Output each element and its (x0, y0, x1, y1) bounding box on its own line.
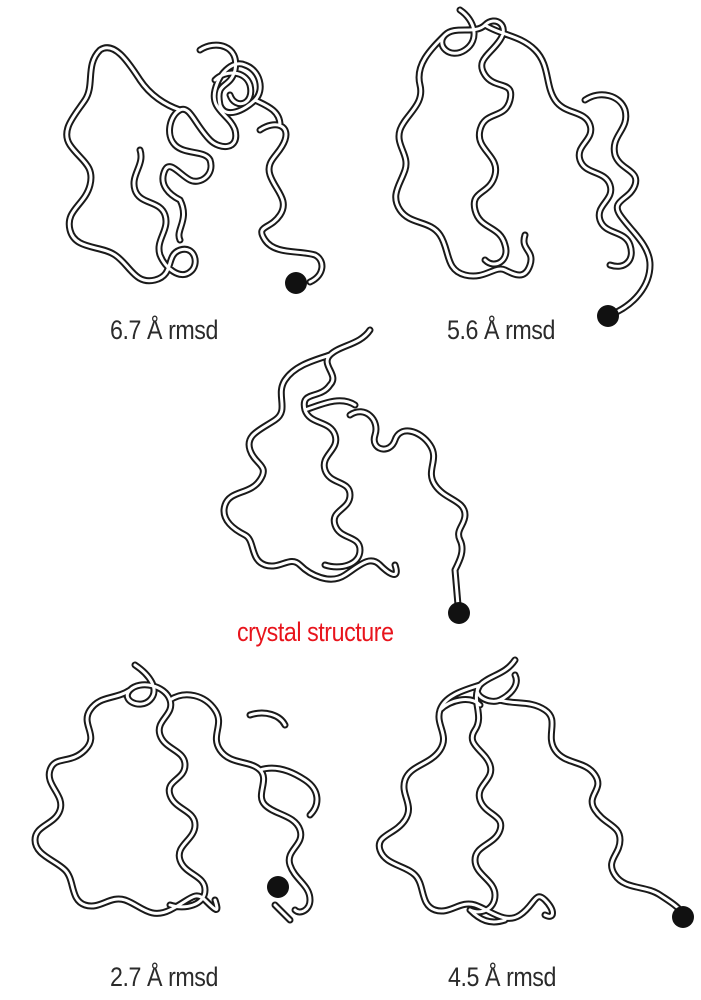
rmsd-label-top-right: 5.6 Å rmsd (447, 315, 555, 345)
structure-panel-bottom-left (20, 655, 340, 955)
structure-panel-top-right (385, 5, 685, 327)
terminus-marker (285, 272, 307, 294)
rmsd-label-bottom-left: 2.7 Å rmsd (110, 962, 218, 992)
protein-backbone-top-left (63, 41, 326, 294)
protein-backbone-bottom-right (375, 656, 694, 928)
terminus-marker (597, 305, 619, 327)
crystal-structure-label: crystal structure (237, 617, 394, 647)
rmsd-label-bottom-right: 4.5 Å rmsd (448, 962, 556, 992)
terminus-marker (267, 876, 289, 898)
protein-backbone-top-right (392, 6, 654, 327)
protein-backbone-bottom-left (31, 661, 321, 924)
rmsd-label-top-left: 6.7 Å rmsd (110, 315, 218, 345)
structure-panel-bottom-right (370, 655, 700, 955)
protein-backbone-crystal (220, 326, 470, 624)
terminus-marker (672, 906, 694, 928)
structure-panel-crystal (200, 325, 500, 625)
terminus-marker (448, 602, 470, 624)
structure-panel-top-left (40, 10, 340, 310)
